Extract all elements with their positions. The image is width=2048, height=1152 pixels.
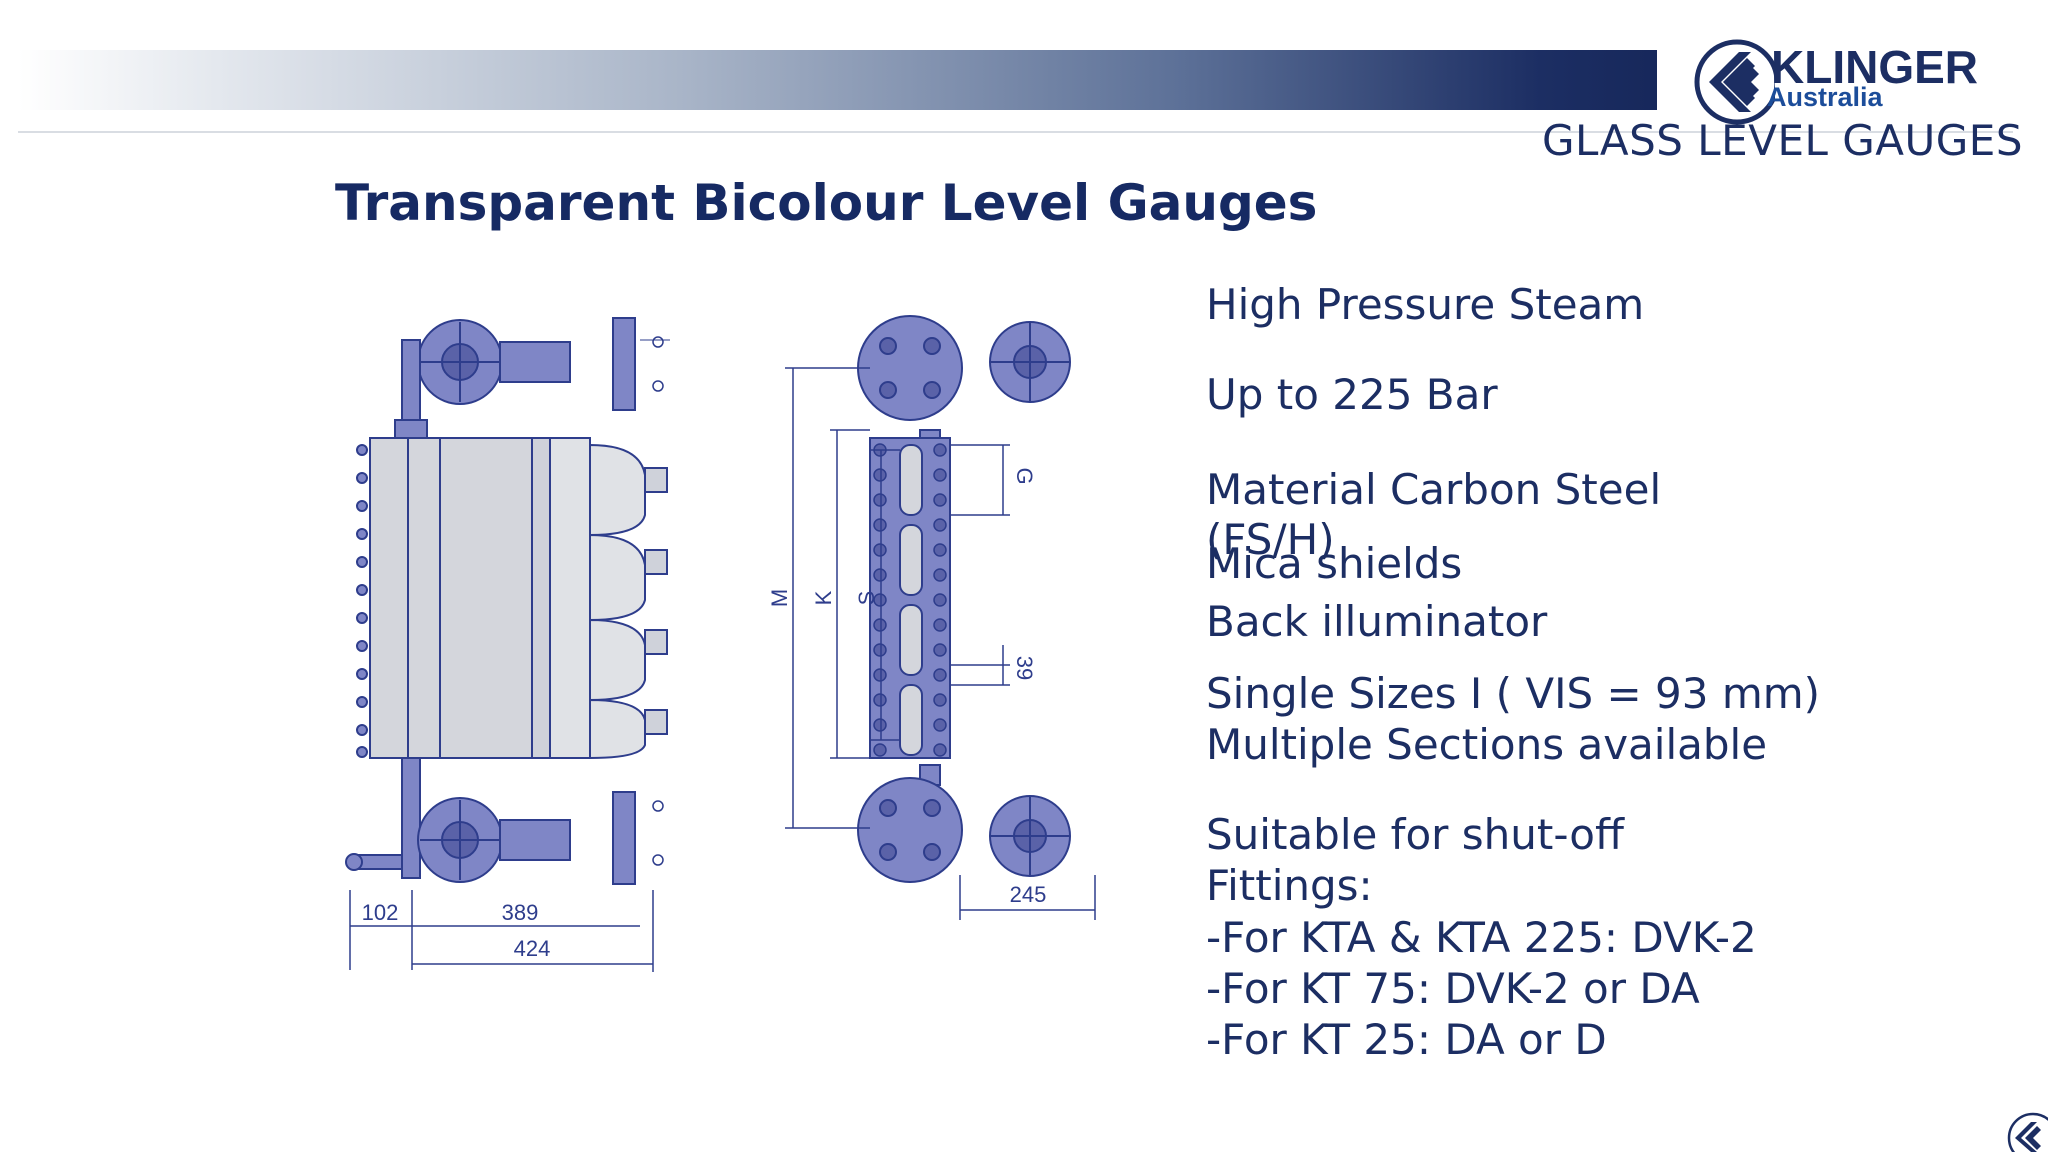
section-label: GLASS LEVEL GAUGES: [1541, 116, 2023, 165]
dimension-label-39: 39: [1012, 656, 1037, 680]
dimension-label-102: 102: [362, 900, 399, 925]
gauge-front-view: [785, 315, 1096, 920]
dimension-label-s: S: [854, 591, 879, 606]
spec-fitting-kt75: -For KT 75: DVK-2 or DA: [1206, 964, 1700, 1013]
spec-shutoff: Suitable for shut-off: [1206, 810, 1624, 859]
spec-sections: Multiple Sections available: [1206, 720, 1768, 769]
spec-material: Material Carbon Steel: [1206, 465, 1662, 514]
klinger-logo-icon: [1657, 39, 1780, 125]
spec-fitting-kt25: -For KT 25: DA or D: [1206, 1015, 1607, 1064]
brand-name: KLINGER: [1771, 41, 1978, 93]
header-divider: [18, 131, 2013, 133]
spec-fitting-kta: -For KTA & KTA 225: DVK-2: [1206, 913, 1757, 962]
header-gradient-band: [18, 50, 1673, 110]
slide-title: Transparent Bicolour Level Gauges: [335, 174, 1318, 232]
spec-sizes: Single Sizes I ( VIS = 93 mm): [1206, 669, 1821, 718]
spec-pressure: Up to 225 Bar: [1206, 370, 1498, 419]
dimension-label-m: M: [767, 589, 792, 607]
brand-logo: KLINGER Australia: [1655, 36, 2047, 128]
gauge-technical-drawing: 102 389 424: [345, 315, 1096, 972]
dimension-label-389: 389: [502, 900, 539, 925]
spec-fittings-heading: Fittings:: [1206, 861, 1373, 910]
dimension-label-424: 424: [514, 936, 551, 961]
spec-illuminator: Back illuminator: [1206, 597, 1548, 646]
brand-region: Australia: [1767, 82, 1883, 112]
gauge-side-view: [345, 317, 670, 972]
corner-logo-icon: [2007, 1112, 2048, 1152]
dimension-label-k: K: [811, 590, 836, 605]
spec-shields: Mica shields: [1206, 539, 1463, 588]
dimension-label-g: G: [1012, 467, 1037, 484]
spec-material-code: (FS/H): [1206, 515, 1335, 564]
spec-service: High Pressure Steam: [1206, 280, 1645, 329]
dimension-label-245: 245: [1010, 882, 1047, 907]
